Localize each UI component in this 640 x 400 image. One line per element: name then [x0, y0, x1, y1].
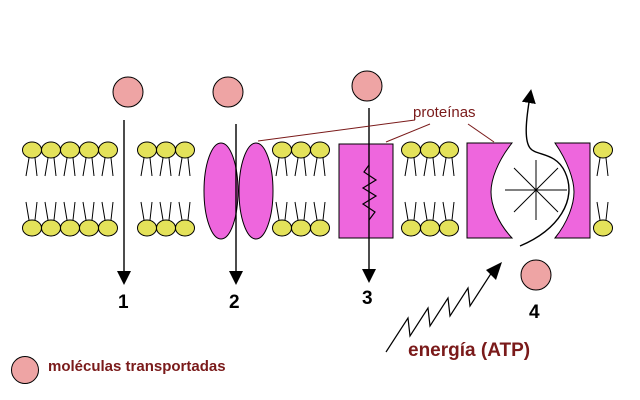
phospholipid	[272, 201, 292, 237]
phospholipid	[137, 201, 157, 237]
pump-protein-left	[466, 142, 514, 239]
phospholipid	[22, 201, 42, 237]
phospholipid	[137, 141, 157, 177]
number-1-label: 1	[118, 292, 129, 313]
phospholipid	[439, 201, 459, 237]
phospholipid	[79, 201, 99, 237]
protein-leader-lines	[257, 119, 495, 143]
number-4-label: 4	[529, 302, 540, 323]
phospholipid	[401, 141, 421, 177]
phospholipid	[175, 141, 195, 177]
legend-molecule-icon	[11, 356, 39, 384]
molecule-3	[351, 70, 383, 102]
pump-protein-right	[553, 142, 591, 239]
phospholipid	[60, 141, 80, 177]
proteins-label: proteínas	[413, 104, 476, 121]
number-2-label: 2	[229, 292, 240, 313]
channel-protein-left	[203, 142, 239, 240]
phospholipid	[310, 201, 330, 237]
phospholipid	[22, 141, 42, 177]
phospholipid	[98, 141, 118, 177]
number-3-label: 3	[362, 288, 373, 309]
phospholipid	[98, 201, 118, 237]
energy-arrow	[385, 271, 493, 353]
carrier-protein	[338, 143, 394, 239]
phospholipid	[401, 201, 421, 237]
phospholipid	[175, 201, 195, 237]
phospholipid	[272, 141, 292, 177]
molecule-4	[520, 259, 552, 291]
phospholipid	[60, 201, 80, 237]
phospholipid-bilayer	[22, 141, 613, 237]
phospholipid	[310, 141, 330, 177]
energy-arrow-head	[486, 262, 502, 280]
channel-protein-right	[238, 142, 274, 240]
phospholipid	[439, 141, 459, 177]
molecule-2	[212, 76, 244, 108]
phospholipid	[41, 201, 61, 237]
pump-transport-path	[519, 89, 570, 247]
phospholipid	[79, 141, 99, 177]
phospholipid	[420, 201, 440, 237]
energy-atp-label: energía (ATP)	[408, 340, 531, 361]
phospholipid	[420, 141, 440, 177]
pump-rotor-icon	[505, 160, 567, 220]
phospholipid	[41, 141, 61, 177]
molecule-1	[112, 76, 144, 108]
phospholipid	[291, 201, 311, 237]
phospholipid	[593, 141, 613, 177]
legend-label: moléculas transportadas	[48, 358, 226, 375]
phospholipid	[156, 141, 176, 177]
phospholipid	[291, 141, 311, 177]
phospholipid	[156, 201, 176, 237]
phospholipid	[593, 201, 613, 237]
